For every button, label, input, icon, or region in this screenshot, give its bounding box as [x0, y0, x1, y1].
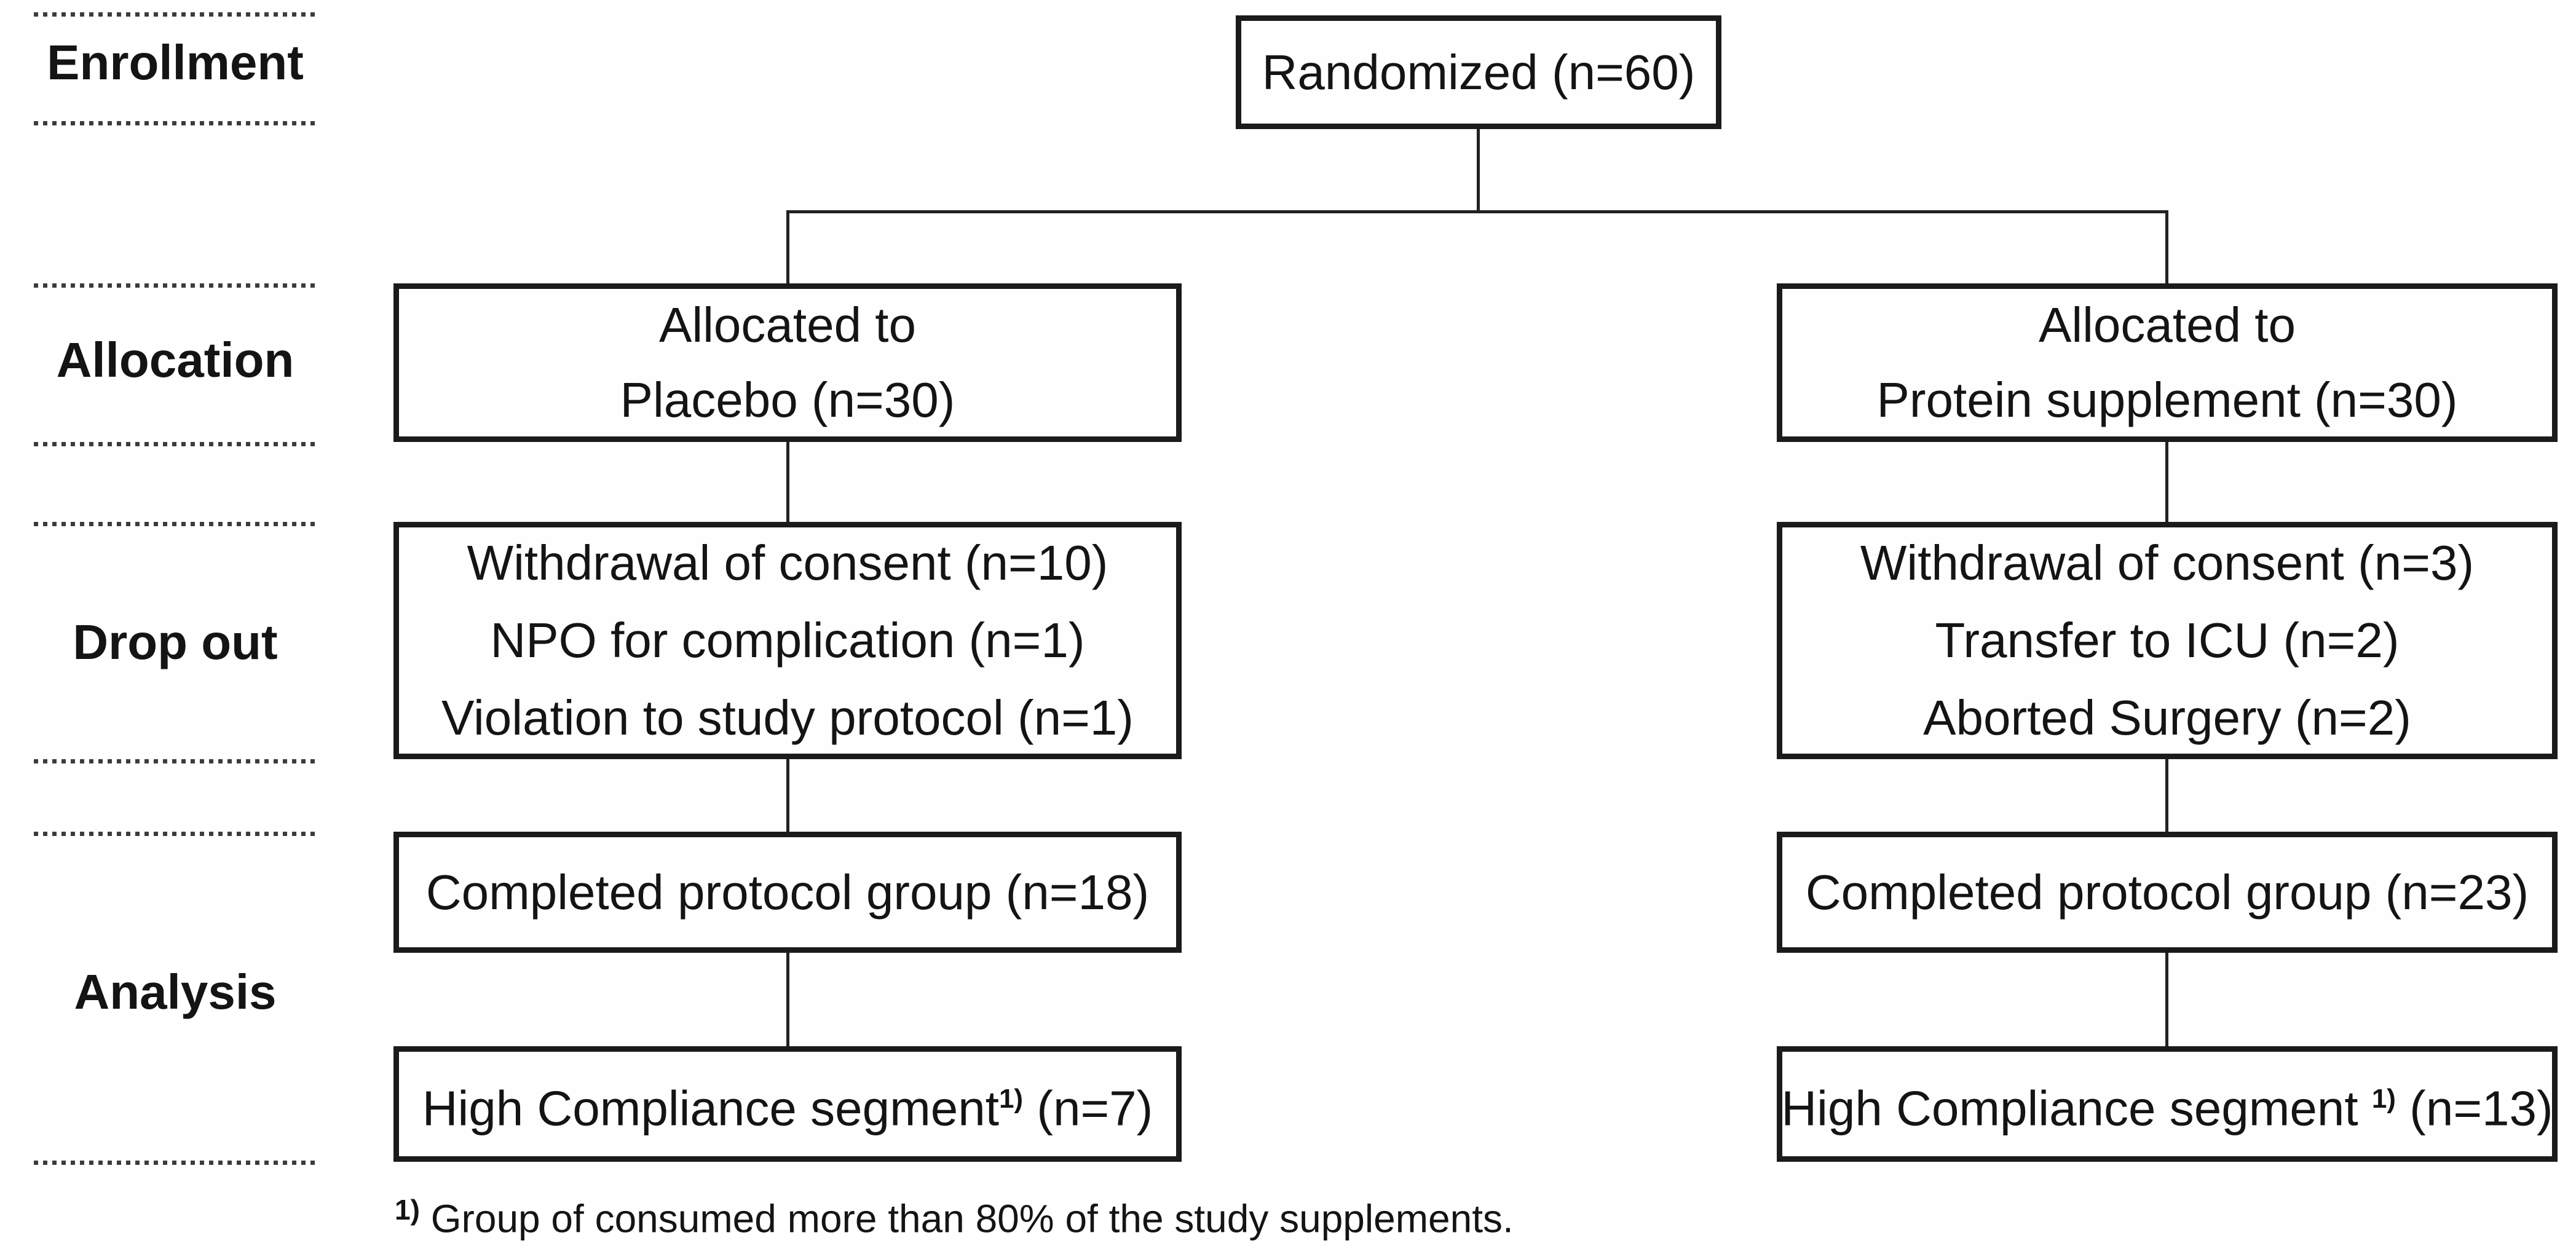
dotted-divider: [34, 12, 317, 17]
connector-right-alloc-dropout: [2165, 441, 2168, 524]
high-compliance-protein-box: High Compliance segment 1) (n=13): [1777, 1046, 2558, 1162]
high-compliance-count: (n=13): [2395, 1081, 2553, 1136]
dotted-divider: [34, 759, 317, 763]
connector-randomized-down: [1477, 128, 1480, 211]
high-compliance-count: (n=7): [1023, 1081, 1153, 1136]
dotted-divider: [34, 522, 317, 526]
dotted-divider: [34, 1161, 317, 1165]
box-text-line: Withdrawal of consent (n=3): [1860, 535, 2475, 590]
box-text-line: Allocated to: [658, 298, 917, 352]
dropout-placebo-box: Withdrawal of consent (n=10) NPO for com…: [393, 522, 1182, 759]
connector-right-completed-high: [2165, 952, 2168, 1048]
connector-left-completed-high: [786, 952, 789, 1048]
dropout-protein-box: Withdrawal of consent (n=3) Transfer to …: [1777, 522, 2558, 759]
footnote-marker-superscript: 1): [395, 1194, 420, 1226]
box-text-line: High Compliance segment1) (n=7): [422, 1060, 1153, 1148]
stage-label-dropout: Drop out: [73, 615, 278, 669]
stage-label-analysis: Analysis: [74, 964, 277, 1019]
completed-placebo-box: Completed protocol group (n=18): [393, 832, 1182, 953]
high-compliance-placebo-box: High Compliance segment1) (n=7): [393, 1046, 1182, 1162]
box-text-line: Allocated to: [2038, 298, 2296, 352]
box-text-line: High Compliance segment 1) (n=13): [1781, 1060, 2553, 1148]
dotted-divider: [34, 283, 317, 288]
connector-left-alloc-dropout: [786, 441, 789, 524]
box-text-line: Aborted Surgery (n=2): [1923, 690, 2411, 745]
box-text-line: Randomized (n=60): [1262, 44, 1696, 100]
stage-label-allocation: Allocation: [56, 333, 294, 387]
footnote-text: Group of consumed more than 80% of the s…: [419, 1196, 1514, 1241]
high-compliance-text: High Compliance segment: [422, 1081, 999, 1136]
high-compliance-text: High Compliance segment: [1781, 1081, 2372, 1136]
dotted-divider: [34, 442, 317, 446]
footnote: 1) Group of consumed more than 80% of th…: [395, 1185, 1514, 1244]
box-text-line: Placebo (n=30): [620, 373, 955, 427]
box-text-line: Completed protocol group (n=23): [1805, 864, 2529, 920]
connector-left-dropout-completed: [786, 758, 789, 834]
randomized-box: Randomized (n=60): [1236, 15, 1721, 129]
connector-right-arm-down: [2165, 210, 2168, 285]
connector-left-arm-down: [786, 210, 789, 285]
box-text-line: Completed protocol group (n=18): [425, 864, 1150, 920]
box-text-line: NPO for complication (n=1): [490, 613, 1085, 668]
stage-label-enrollment: Enrollment: [47, 35, 304, 90]
connector-branch-horizontal: [786, 210, 2168, 213]
footnote-marker-superscript: 1): [998, 1084, 1024, 1114]
box-text-line: Withdrawal of consent (n=10): [467, 535, 1108, 590]
dotted-divider: [34, 121, 317, 125]
completed-protein-box: Completed protocol group (n=23): [1777, 832, 2558, 953]
connector-right-dropout-completed: [2165, 758, 2168, 834]
box-text-line: Protein supplement (n=30): [1876, 373, 2458, 427]
footnote-marker-superscript: 1): [2371, 1084, 2396, 1114]
allocated-protein-box: Allocated to Protein supplement (n=30): [1777, 283, 2558, 442]
box-text-line: Violation to study protocol (n=1): [441, 690, 1134, 745]
box-text-line: Transfer to ICU (n=2): [1935, 613, 2400, 668]
allocated-placebo-box: Allocated to Placebo (n=30): [393, 283, 1182, 442]
dotted-divider: [34, 832, 317, 836]
